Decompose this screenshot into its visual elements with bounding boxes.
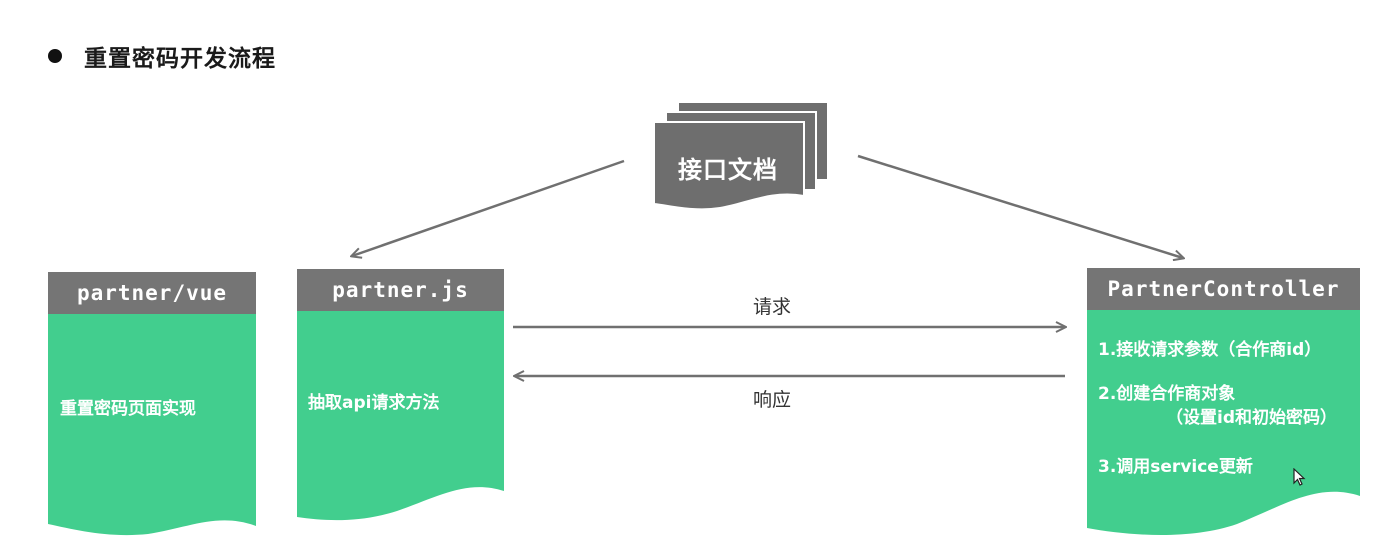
document-stack-icon <box>653 101 829 211</box>
mouse-cursor-icon <box>1293 468 1306 486</box>
api-doc-label: 接口文档 <box>678 156 778 184</box>
request-label: 请求 <box>753 296 792 318</box>
controller-step-3: 3.调用service更新 <box>1098 457 1253 477</box>
card-header: partner/vue <box>48 272 256 314</box>
controller-step-2: 2.创建合作商对象 <box>1098 384 1236 404</box>
controller-step-1: 1.接收请求参数（合作商id） <box>1098 340 1322 360</box>
page-title: 重置密码开发流程 <box>84 46 276 72</box>
bullet-icon <box>48 49 62 63</box>
card-header: PartnerController <box>1087 268 1360 310</box>
card-partner-js: partner.js 抽取api请求方法 <box>297 269 504 525</box>
card-body-text: 抽取api请求方法 <box>308 393 440 413</box>
card-partner-controller: PartnerController 1.接收请求参数（合作商id） 2.创建合作… <box>1087 268 1360 540</box>
card-body <box>297 311 504 521</box>
doc-to-controller-arrow <box>857 154 1183 258</box>
card-body <box>48 314 256 536</box>
response-label: 响应 <box>753 389 792 411</box>
card-body-text: 重置密码页面实现 <box>60 399 196 419</box>
card-partner-vue: partner/vue 重置密码页面实现 <box>48 272 256 536</box>
controller-step-2-detail: （设置id和初始密码） <box>1166 408 1337 428</box>
section-heading: 重置密码开发流程 <box>48 36 276 76</box>
api-doc-stack: 接口文档 <box>650 98 832 218</box>
card-body <box>1087 310 1360 535</box>
card-header: partner.js <box>297 269 504 311</box>
doc-to-js-arrow <box>352 159 625 256</box>
